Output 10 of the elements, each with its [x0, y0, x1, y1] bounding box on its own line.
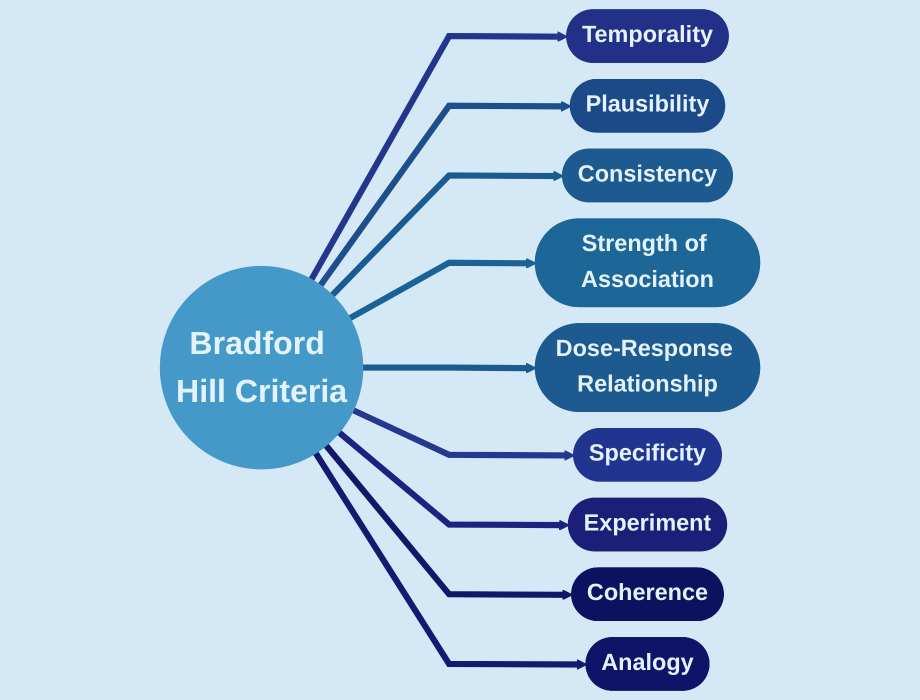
- arrow: [352, 407, 575, 461]
- arrow: [313, 451, 588, 670]
- arrow: [362, 362, 537, 374]
- arrow: [324, 444, 573, 600]
- arrow: [318, 100, 572, 288]
- arrow: [330, 170, 564, 298]
- arrow: [308, 31, 568, 282]
- arrow: [348, 258, 537, 321]
- node-circle: Bradford Hill Criteria: [160, 266, 364, 470]
- arrow: [337, 430, 570, 531]
